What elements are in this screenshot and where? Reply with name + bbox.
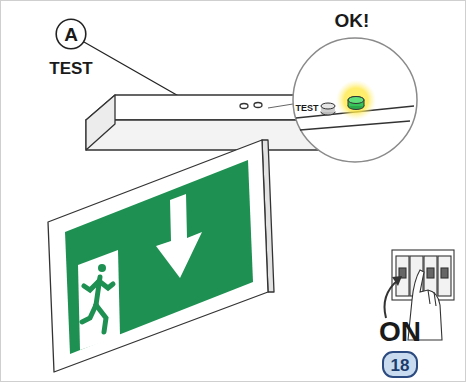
led bbox=[348, 97, 364, 106]
panel-frame bbox=[48, 140, 268, 372]
breaker bbox=[396, 256, 409, 296]
breaker bbox=[438, 256, 451, 296]
inset-box-edge bbox=[300, 121, 410, 130]
step-number: 18 bbox=[384, 357, 416, 374]
breaker-lever bbox=[427, 268, 434, 278]
callout-heading: TEST bbox=[41, 60, 101, 77]
sign-green bbox=[65, 160, 253, 354]
led bbox=[348, 97, 364, 104]
led-glow bbox=[336, 80, 376, 120]
on-arrow-head bbox=[392, 276, 402, 286]
inset-circle bbox=[293, 38, 417, 162]
on-arrow bbox=[385, 280, 399, 318]
running-man bbox=[82, 264, 113, 332]
man-head bbox=[98, 264, 106, 272]
callout-letter: A bbox=[55, 25, 87, 44]
down-arrow bbox=[156, 194, 202, 278]
test-button bbox=[321, 103, 335, 109]
door-panel bbox=[78, 250, 120, 350]
switch-label: ON bbox=[372, 318, 428, 346]
status-label: OK! bbox=[322, 11, 382, 30]
man-leg bbox=[82, 305, 96, 322]
man-arm bbox=[84, 281, 99, 290]
screw bbox=[240, 104, 248, 109]
screw bbox=[254, 103, 262, 108]
housing-end bbox=[86, 95, 115, 150]
breaker-lever bbox=[441, 268, 448, 278]
sign-panel bbox=[48, 140, 274, 372]
man-arm bbox=[99, 281, 113, 288]
callout-circle: ATEST bbox=[55, 18, 87, 50]
inset-leader bbox=[268, 104, 293, 108]
hand-fingers bbox=[428, 290, 436, 306]
man-leg bbox=[96, 305, 106, 332]
button-label: TEST bbox=[292, 104, 322, 113]
step-number-box: 18 bbox=[382, 351, 418, 378]
